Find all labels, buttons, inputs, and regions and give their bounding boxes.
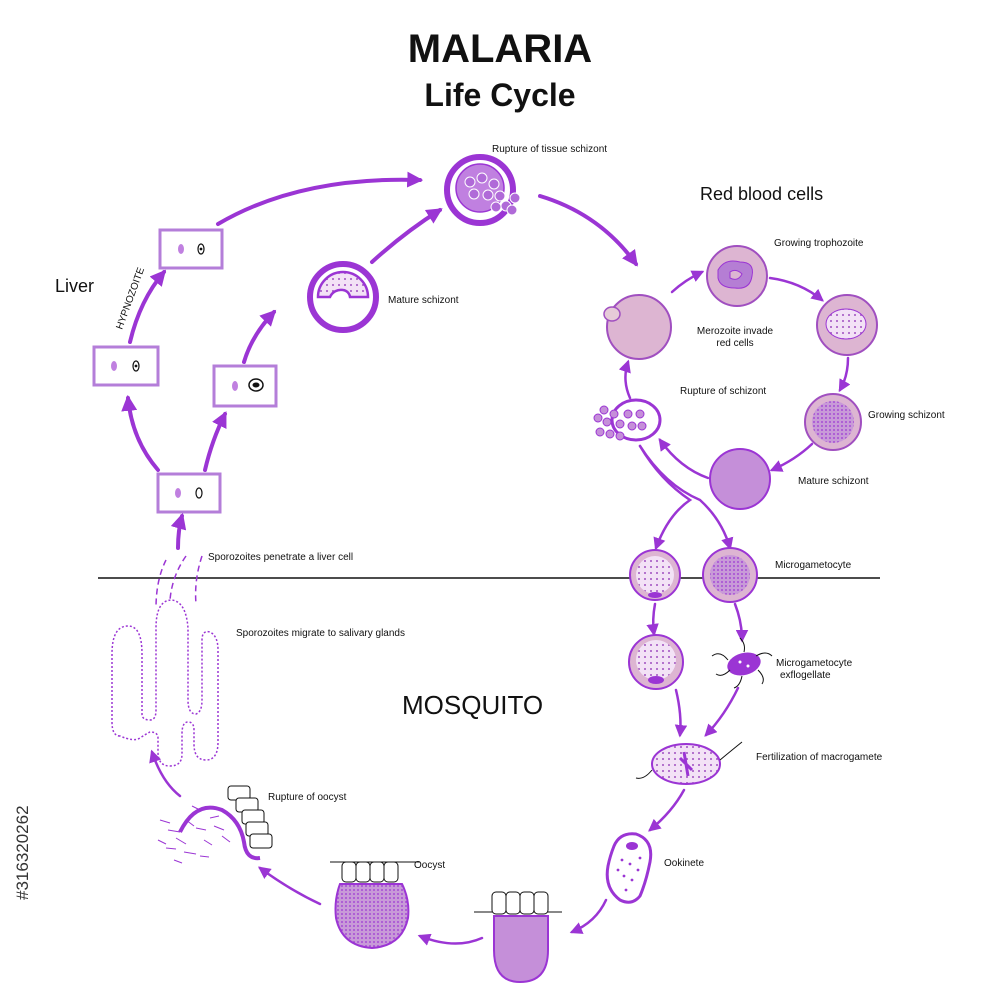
mature-schizont-blood bbox=[709, 448, 771, 510]
exflagellating-microgametocyte bbox=[711, 637, 773, 689]
ookinete bbox=[605, 832, 653, 904]
rupture-of-oocyst-label: Rupture of oocyst bbox=[268, 792, 347, 803]
arrow-rbc-to-trophozoite bbox=[670, 270, 705, 294]
arrow-developing-to-mature bbox=[242, 309, 277, 364]
title: MALARIA bbox=[408, 27, 592, 71]
hypnozoite-label: HYPNOZOITE bbox=[114, 266, 147, 331]
arrow-to-oocyst bbox=[417, 933, 484, 946]
arrow-to-microgametocyte bbox=[638, 444, 734, 551]
arrow-ookinete-to-midgut bbox=[569, 898, 608, 934]
ookinete-label: Ookinete bbox=[664, 858, 704, 869]
mature-schizont-liver bbox=[307, 261, 379, 333]
arrow-liver-to-developing bbox=[203, 411, 227, 472]
rupture-tissue-schizont-label: Rupture of tissue schizont bbox=[492, 144, 607, 155]
stock-id: #316320262 bbox=[13, 805, 32, 900]
liver-cell-hypnozoite-1 bbox=[92, 345, 160, 387]
sporozoites-penetrate-label: Sporozoites penetrate a liver cell bbox=[208, 552, 353, 563]
arrow-oocyst-to-rupture bbox=[257, 866, 322, 906]
rupture-of-schizont-label: Rupture of schizont bbox=[680, 386, 766, 397]
liver-label: Liver bbox=[55, 276, 94, 296]
salivary-gland bbox=[111, 555, 219, 767]
microgametocyte bbox=[702, 547, 758, 603]
arrow-rupture-to-blood bbox=[538, 194, 638, 267]
microgametocyte-exflagellate-label-2: exflogellate bbox=[780, 670, 831, 681]
arrow-hypnozoite-to-rupture bbox=[216, 171, 424, 226]
macrogamete bbox=[628, 634, 684, 690]
rupture-tissue-schizont bbox=[444, 154, 521, 226]
merozoite-invade-label-2: red cells bbox=[716, 338, 753, 349]
mosquito-label: MOSQUITO bbox=[402, 690, 543, 720]
mature-schizont-blood-label: Mature schizont bbox=[798, 476, 869, 487]
fertilization-of-macrogamete bbox=[635, 741, 743, 785]
subtitle: Life Cycle bbox=[424, 77, 575, 113]
rupture-of-oocyst bbox=[157, 785, 273, 864]
liver-cell-hypnozoite-2 bbox=[158, 228, 224, 270]
arrow-schizont-to-mature bbox=[769, 442, 814, 472]
rupture-of-schizont bbox=[593, 398, 662, 442]
oocyst-label: Oocyst bbox=[414, 860, 445, 871]
oocyst bbox=[330, 861, 420, 950]
arrow-rupture-to-invade bbox=[618, 359, 632, 400]
arrow-micro-down bbox=[733, 602, 749, 643]
liver-cell-start bbox=[156, 472, 222, 514]
fertilization-label: Fertilization of macrogamete bbox=[756, 752, 883, 763]
growing-schizont-label: Growing schizont bbox=[868, 410, 945, 421]
arrow-mature-to-rupture bbox=[658, 437, 710, 480]
sporozoites-migrate-label: Sporozoites migrate to salivary glands bbox=[236, 628, 405, 639]
arrow-to-macrogametocyte bbox=[638, 444, 693, 551]
trophozoite-stage-2 bbox=[816, 294, 878, 356]
arrow-micro-to-fertilization bbox=[704, 686, 740, 737]
macrogametocyte bbox=[629, 549, 681, 601]
growing-trophozoite bbox=[706, 245, 768, 307]
microgametocyte-exflagellate-label-1: Microgametocyte bbox=[776, 658, 853, 669]
growing-schizont bbox=[804, 393, 862, 451]
microgametocyte-label: Microgametocyte bbox=[775, 560, 852, 571]
mature-schizont-liver-label: Mature schizont bbox=[388, 295, 459, 306]
arrow-mature-to-rupture bbox=[370, 208, 443, 264]
arrow-hypnozoite-up bbox=[128, 269, 167, 344]
arrow-trophozoite-to-stage2 bbox=[768, 276, 824, 302]
merozoite-invading-rbc bbox=[603, 294, 672, 360]
arrow-macro-down bbox=[646, 602, 659, 637]
arrow-macro-to-fertilization bbox=[674, 688, 688, 738]
arrow-fertilization-to-ookinete bbox=[648, 788, 686, 832]
merozoite-invade-label-1: Merozoite invade bbox=[697, 326, 774, 337]
liver-cell-developing bbox=[212, 364, 278, 408]
arrow-stage2-to-schizont bbox=[838, 356, 851, 393]
arrow-liver-to-hypnozoite bbox=[121, 394, 160, 472]
arrow-gland-to-liver bbox=[170, 512, 187, 550]
growing-trophozoite-label: Growing trophozoite bbox=[774, 238, 864, 249]
red-blood-cells-label: Red blood cells bbox=[700, 184, 823, 204]
oocyst-developing bbox=[474, 891, 562, 984]
arrow-rupture-to-glands bbox=[149, 749, 182, 798]
